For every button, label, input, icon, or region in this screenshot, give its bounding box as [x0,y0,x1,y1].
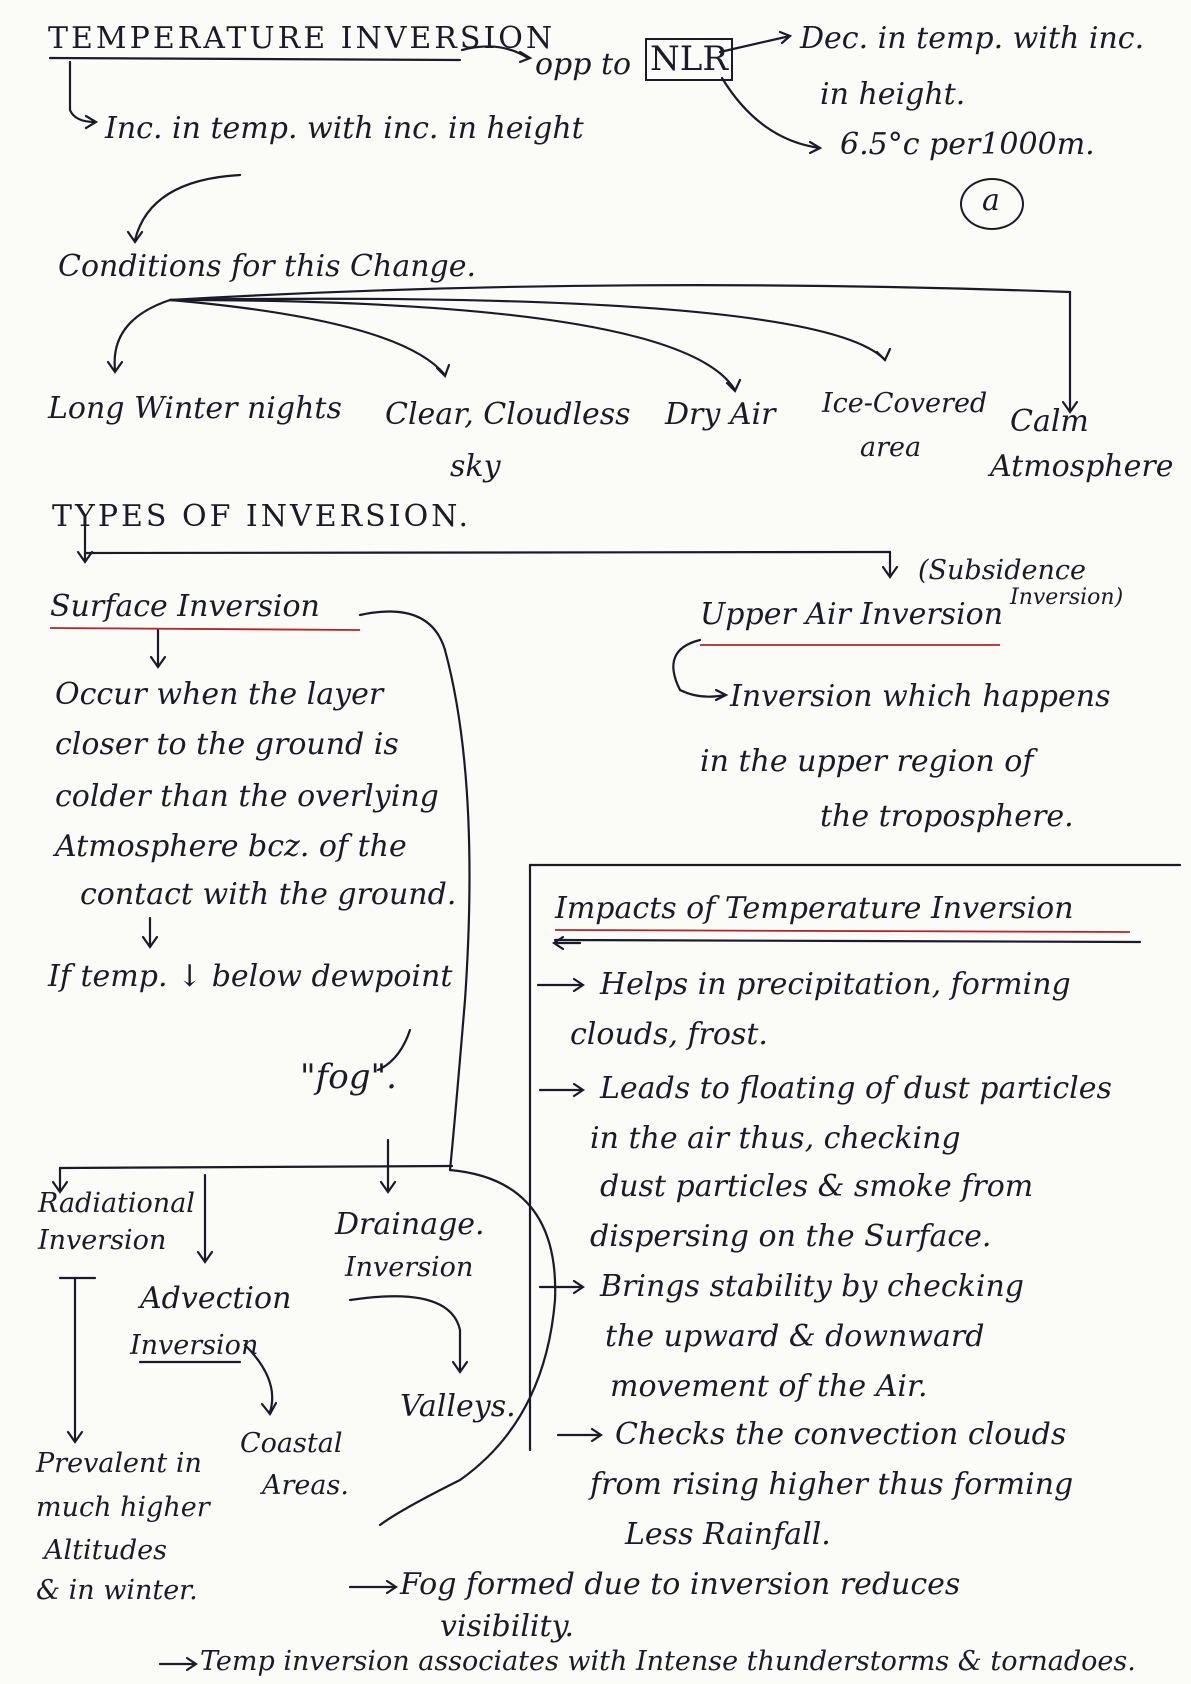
surface-text-line5: contact with the ground. [80,877,457,912]
upper-text-line2: in the upper region of [700,744,1034,779]
opp-to-label: opp to [535,47,632,82]
impact-3-line1: Brings stability by checking [600,1269,1024,1304]
advection-inversion-label: Inversion [130,1330,259,1361]
drainage-inversion-label: Inversion [345,1252,474,1283]
valleys-label: Valleys. [400,1389,516,1424]
upper-text-line1: Inversion which happens [730,679,1111,714]
dewpoint-line: If temp. ↓ below dewpoint [48,959,453,994]
prevalent-line3: Altitudes [44,1535,167,1566]
radiational-label: Radiational [38,1188,195,1219]
drainage-label: Drainage. [335,1207,485,1242]
nlr-definition-line2: in height. [820,77,966,112]
coastal-label: Coastal [240,1428,343,1459]
nlr-rate: 6.5°c per1000m. [840,127,1095,162]
impact-4-line1: Checks the convection clouds [615,1417,1067,1452]
condition-long-winter-nights: Long Winter nights [48,391,342,426]
impact-2-line2: in the air thus, checking [590,1121,961,1156]
impact-3-line3: movement of the Air. [610,1369,928,1404]
circled-mark-label: a [982,183,1000,218]
circled-mark: a [960,178,1024,230]
surface-text-line1: Occur when the layer [55,677,384,712]
surface-inversion-heading: Surface Inversion [50,589,320,624]
inversion-definition: Inc. in temp. with inc. in height [105,111,584,146]
impact-4-line3: Less Rainfall. [625,1517,831,1552]
subsidence-label-2: Inversion) [1010,585,1124,610]
condition-atmosphere: Atmosphere [990,449,1174,484]
types-heading: TYPES OF INVERSION. [52,499,472,534]
condition-calm: Calm [1010,404,1089,439]
impact-1-line1: Helps in precipitation, forming [600,967,1071,1002]
impacts-heading: Impacts of Temperature Inversion [555,891,1074,926]
coastal-areas-label: Areas. [262,1470,349,1501]
impact-2-line1: Leads to floating of dust particles [600,1071,1112,1106]
bottom-note-1b: visibility. [440,1609,575,1644]
bottom-note-2: Temp inversion associates with Intense t… [200,1646,1136,1677]
surface-text-line4: Atmosphere bcz. of the [55,829,407,864]
surface-text-line3: colder than the overlying [55,779,439,814]
impact-1-line2: clouds, frost. [570,1017,768,1052]
condition-dry-air: Dry Air [665,397,776,432]
condition-clear-cloudless: Clear, Cloudless [385,397,631,432]
condition-ice-covered: Ice-Covered [822,388,988,419]
condition-area: area [860,432,922,463]
impact-2-line4: dispersing on the Surface. [590,1219,992,1254]
prevalent-line4: & in winter. [36,1575,198,1606]
nlr-definition-line1: Dec. in temp. with inc. [800,21,1145,56]
prevalent-line2: much higher [36,1492,210,1523]
radiational-inversion-label: Inversion [38,1225,167,1256]
subsidence-label-1: (Subsidence [918,555,1086,586]
conditions-heading: Conditions for this Change. [58,249,477,284]
prevalent-line1: Prevalent in [36,1448,202,1479]
upper-text-line3: the troposphere. [820,799,1074,834]
nlr-box: NLR [645,38,733,82]
page-title: TEMPERATURE INVERSION [48,21,556,56]
bottom-note-1: Fog formed due to inversion reduces [400,1567,961,1602]
impact-3-line2: the upward & downward [605,1319,985,1354]
fog-label: "fog". [300,1057,397,1097]
impact-4-line2: from rising higher thus forming [590,1467,1074,1502]
condition-sky: sky [450,449,501,484]
advection-label: Advection [140,1281,292,1316]
surface-text-line2: closer to the ground is [55,727,399,762]
impact-2-line3: dust particles & smoke from [600,1169,1034,1204]
upper-air-inversion-heading: Upper Air Inversion [700,597,1004,632]
